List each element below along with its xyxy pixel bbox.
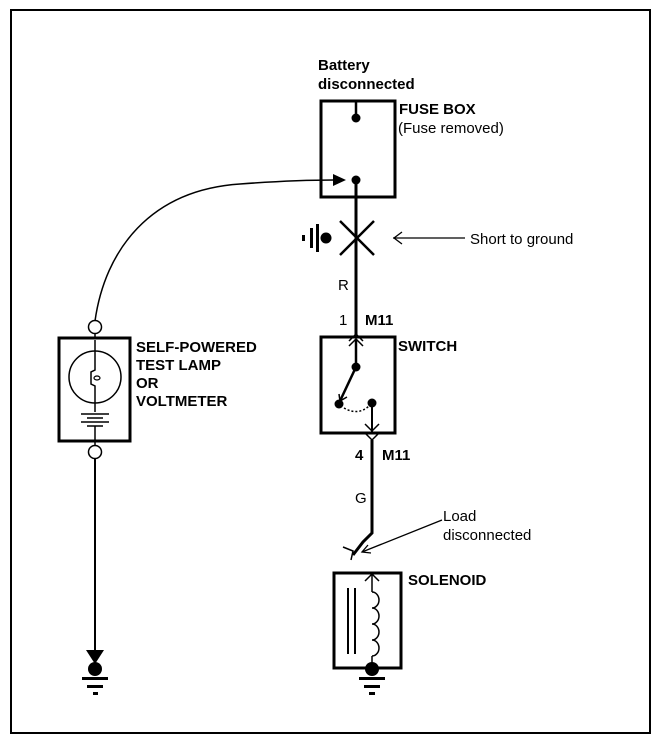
test-lamp-bottom-terminal (87, 444, 103, 460)
solenoid-label: SOLENOID (408, 572, 487, 589)
lamp-filament-icon (90, 351, 96, 403)
switch-blade (338, 366, 358, 402)
short-pointer-arrow (392, 231, 465, 245)
connector-m11-bottom-label: M11 (382, 447, 410, 464)
fuse-top-terminal (351, 113, 361, 123)
battery-label-line2: disconnected (318, 76, 415, 93)
connector-m11-top-label: M11 (365, 312, 393, 329)
tester-label-line3: OR (136, 375, 159, 392)
test-lamp (57, 319, 132, 460)
tester-label-line2: TEST LAMP (136, 357, 221, 374)
chassis-ground-icon (302, 224, 332, 252)
load-label-line2: disconnected (443, 527, 531, 544)
short-x-mark-icon (339, 220, 375, 256)
ground-probe-arrowhead-icon (86, 650, 104, 664)
switch-throw-path (343, 405, 370, 413)
pin-4-label: 4 (355, 447, 364, 464)
diagram-border (10, 9, 651, 734)
disconnected-connector-icon (342, 546, 354, 561)
load-label-line1: Load (443, 508, 476, 525)
wire-green (351, 440, 374, 556)
fuse-box (319, 99, 397, 199)
switch-outline (319, 335, 397, 435)
connector-pin-1-icon (348, 332, 364, 342)
battery-label-line1: Battery (318, 57, 370, 74)
wire-color-green-label: G (355, 490, 367, 507)
tester-label-line4: VOLTMETER (136, 393, 228, 410)
solenoid-ground-icon (359, 662, 385, 695)
wire-color-red-label: R (338, 277, 349, 294)
solenoid-coil-icon (371, 591, 380, 657)
test-lamp-top-terminal (87, 319, 103, 335)
fuse-removed-label: (Fuse removed) (398, 120, 504, 137)
switch-label: SWITCH (398, 338, 457, 355)
pin-1-label: 1 (339, 312, 347, 329)
fuse-box-label: FUSE BOX (399, 101, 476, 118)
short-to-ground-label: Short to ground (470, 231, 573, 248)
solenoid (332, 571, 403, 670)
load-pointer-arrow (360, 519, 443, 554)
tester-label-line1: SELF-POWERED (136, 339, 257, 356)
switch (319, 332, 397, 442)
probe-arrowhead-icon (333, 174, 346, 186)
solenoid-connector-icon (364, 572, 380, 582)
probe-lead-wire (94, 179, 335, 322)
switch-contact-a (334, 399, 344, 409)
tester-ground-icon (82, 662, 108, 695)
solenoid-outline (332, 571, 403, 670)
